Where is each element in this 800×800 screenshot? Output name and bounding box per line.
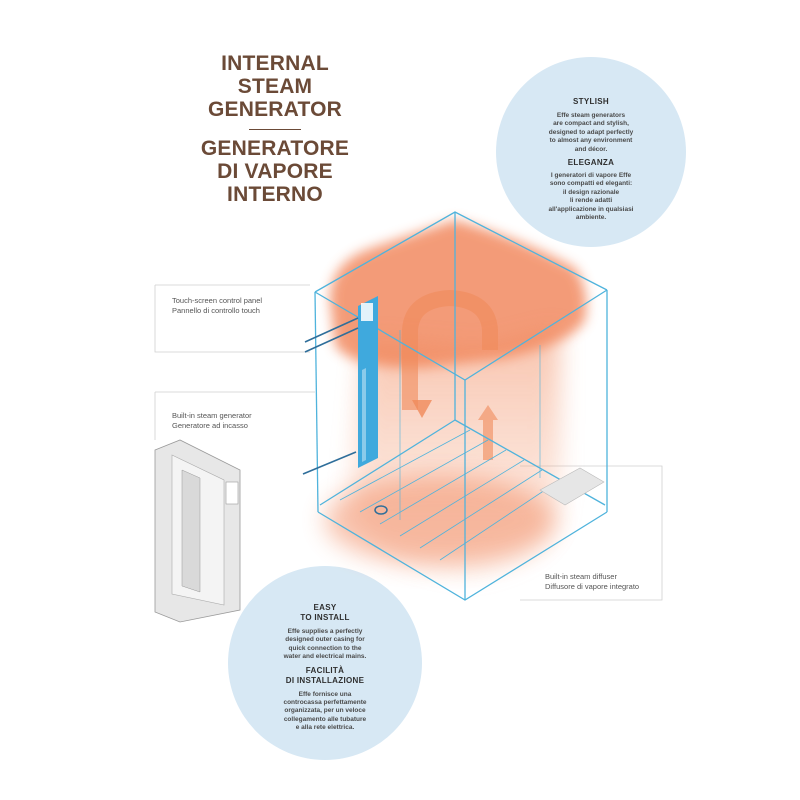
touch-screen-icon bbox=[361, 303, 373, 321]
water-pipe-upper bbox=[304, 317, 359, 353]
steam-down-arrow bbox=[412, 400, 432, 418]
water-pipe-lower bbox=[302, 451, 357, 475]
stylish-body-line: and décor. bbox=[574, 145, 608, 153]
eleganza-body-line: li rende adatti bbox=[569, 197, 613, 205]
steam-floor-glow bbox=[325, 475, 555, 565]
facilita-body-line: collegamento alle tubature bbox=[283, 715, 367, 723]
title-en-line-3: GENERATOR bbox=[207, 98, 343, 121]
back-wall-lines bbox=[399, 330, 541, 520]
easy-heading-line: EASY bbox=[313, 603, 337, 612]
eleganza-body-line: sono compatti ed eleganti: bbox=[549, 180, 633, 188]
stylish-body-line: Effe steam generators bbox=[556, 112, 626, 119]
stylish-body-line: are compact and stylish, bbox=[553, 120, 629, 128]
title-divider bbox=[249, 129, 301, 130]
column-highlight bbox=[362, 368, 366, 462]
title-en-line-2: STEAM bbox=[237, 75, 313, 98]
facilita-body-line: controcassa perfettamente bbox=[283, 699, 367, 707]
stylish-body-line: to almost any environment bbox=[549, 137, 633, 145]
title-it-line-3: INTERNO bbox=[227, 183, 323, 206]
stylish-heading: STYLISH bbox=[573, 97, 609, 106]
easy-body-line: designed outer casing for bbox=[285, 636, 365, 644]
eleganza-body-line: ambiente. bbox=[575, 214, 607, 222]
facilita-body-line: organizzata, per un veloce bbox=[284, 707, 366, 715]
title-it-line-1: GENERATORE bbox=[200, 137, 350, 160]
stylish-info-circle: STYLISH Effe steam generators are compac… bbox=[496, 57, 686, 247]
easy-body-line: water and electrical mains. bbox=[283, 653, 367, 661]
facilita-heading-line: DI INSTALLAZIONE bbox=[285, 675, 365, 685]
facilita-heading-line: FACILITÀ bbox=[305, 665, 345, 675]
steam-up-arrow bbox=[478, 405, 498, 460]
control-column bbox=[358, 296, 378, 468]
steam-diffuser-label: Built-in steam diffuser Diffusore di vap… bbox=[545, 572, 640, 591]
easy-body-line: quick connection to the bbox=[288, 644, 362, 652]
panel-callout-box bbox=[154, 284, 310, 353]
easy-heading-line: TO INSTALL bbox=[300, 613, 350, 622]
easy-body-line: Effe supplies a perfectly bbox=[287, 628, 363, 635]
eleganza-body-line: all'applicazione in qualsiasi bbox=[548, 205, 634, 213]
page-title: INTERNAL STEAM GENERATOR GENERATORE DI V… bbox=[200, 52, 350, 206]
eleganza-body-line: il design razionale bbox=[562, 188, 620, 196]
bench bbox=[539, 467, 605, 506]
steam-flow-loop bbox=[402, 289, 498, 410]
eleganza-heading: ELEGANZA bbox=[567, 158, 615, 168]
stylish-body-line: designed to adapt perfectly bbox=[548, 128, 634, 136]
generator-sketch bbox=[154, 439, 241, 623]
control-panel-label: Touch-screen control panel Pannello di c… bbox=[172, 296, 263, 315]
steam-generator-label: Built-in steam generator Generatore ad i… bbox=[172, 411, 252, 430]
diffuser-callout-box bbox=[520, 465, 663, 601]
facilita-body-line: e alla rete elettrica. bbox=[295, 724, 355, 732]
generator-callout-box bbox=[154, 391, 315, 440]
title-en-line-1: INTERNAL bbox=[221, 52, 329, 75]
floor-slats bbox=[339, 429, 561, 561]
title-it-line-2: DI VAPORE bbox=[217, 160, 333, 183]
facilita-body-line: Effe fornisce una bbox=[298, 690, 352, 698]
easy-install-info-circle: EASY TO INSTALL Effe supplies a perfectl… bbox=[228, 566, 422, 760]
eleganza-body-line: I generatori di vapore Effe bbox=[550, 172, 632, 180]
steam-diffuser-icon bbox=[374, 505, 388, 515]
